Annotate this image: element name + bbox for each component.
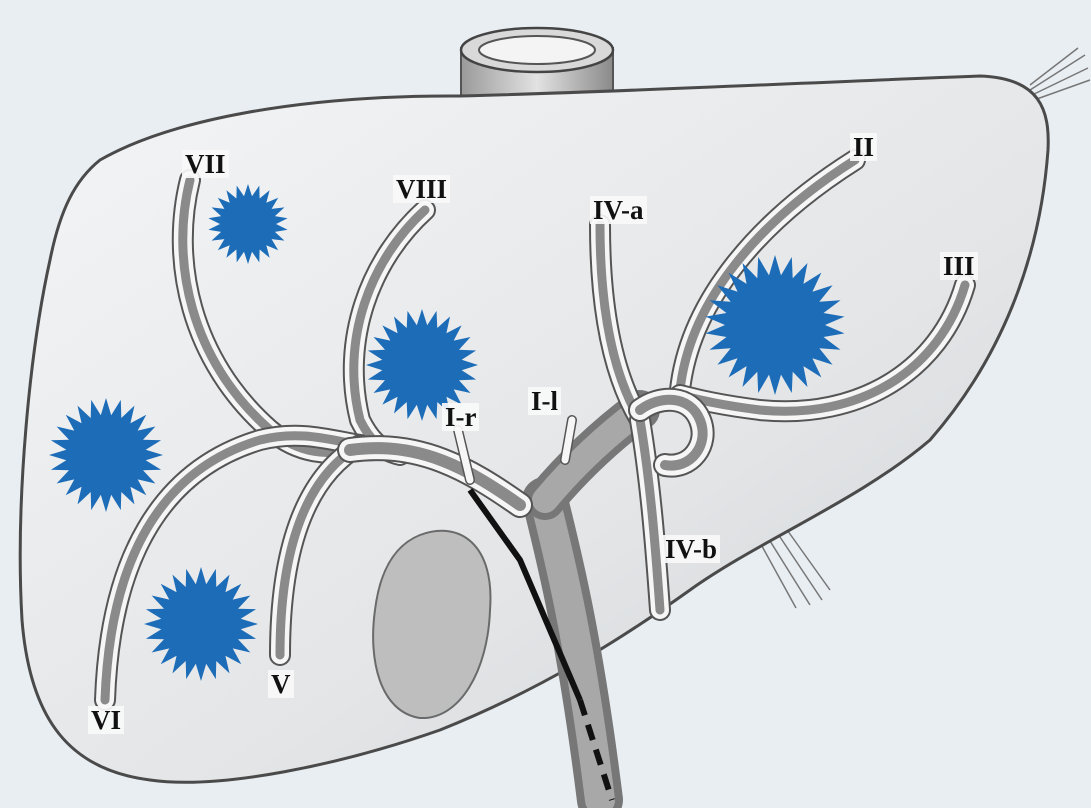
- lesion-segment-VI-upper: [49, 398, 163, 512]
- segment-label-IV-a: IV-a: [590, 196, 647, 224]
- segment-label-VII: VII: [182, 150, 229, 178]
- segment-label-VIII: VIII: [393, 175, 450, 203]
- segment-label-I-r: I-r: [442, 403, 479, 431]
- segment-label-V: V: [268, 670, 294, 698]
- lesion-segment-VI-lower: [144, 567, 258, 681]
- segment-label-I-l: I-l: [528, 387, 561, 415]
- segment-label-VI: VI: [88, 706, 124, 734]
- segment-label-III: III: [940, 252, 978, 280]
- segment-label-IV-b: IV-b: [662, 535, 720, 563]
- segment-label-II: II: [850, 133, 877, 161]
